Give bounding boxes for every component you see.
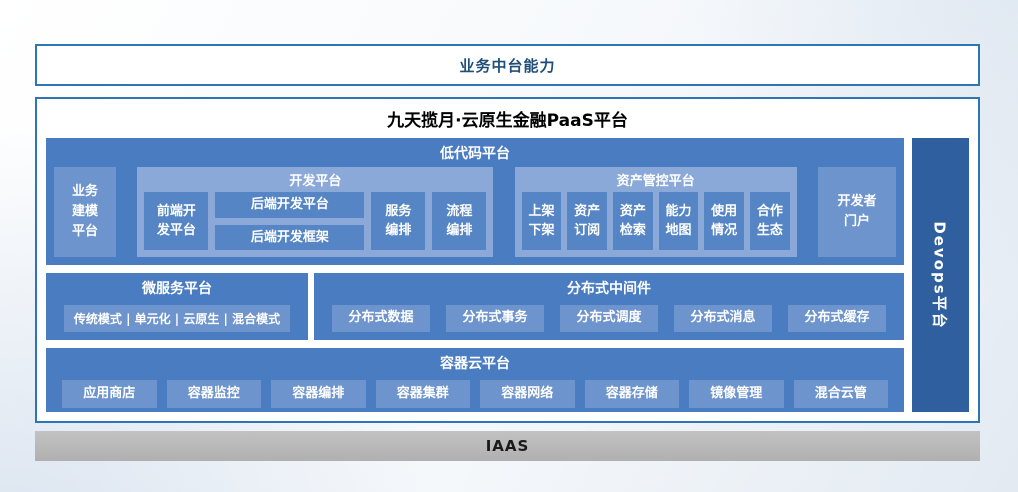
developer-portal-box: 开发者门户: [817, 167, 896, 257]
microservice-modes: 传统模式 | 单元化 | 云原生 | 混合模式: [64, 305, 290, 332]
process-orchestration-box: 流程编排: [432, 192, 487, 250]
middleware-section: 分布式中间件 分布式数据 分布式事务 分布式调度 分布式消息 分布式缓存: [314, 273, 904, 340]
asset-item: 能力地图: [658, 192, 699, 250]
container-cloud-item: 容器编排: [271, 380, 366, 408]
container-cloud-title: 容器云平台: [440, 356, 510, 372]
platform-left-column: 低代码平台 业务建模平台 开发平台 前端开发平台 后端开发平台 后端开发框架: [46, 138, 904, 412]
iaas-label: IAAS: [485, 437, 530, 455]
microservice-section: 微服务平台 传统模式 | 单元化 | 云原生 | 混合模式: [46, 273, 308, 340]
asset-item: 使用情况: [704, 192, 745, 250]
backend-dev-framework-box: 后端开发框架: [215, 224, 365, 250]
paas-platform-panel: 九天揽月·云原生金融PaaS平台 低代码平台 业务建模平台 开发平台 前端开发平…: [35, 97, 980, 423]
container-cloud-item: 容器存储: [584, 380, 679, 408]
container-cloud-item: 容器网络: [480, 380, 575, 408]
asset-item: 资产订阅: [567, 192, 607, 250]
backend-column: 后端开发平台 后端开发框架: [215, 192, 365, 250]
dev-platform-title: 开发平台: [289, 174, 342, 189]
container-cloud-item: 应用商店: [62, 380, 157, 408]
asset-platform-group: 资产管控平台 上架下架 资产订阅 资产检索 能力地图 使用情况 合作生态: [514, 167, 797, 257]
service-orchestration-box: 服务编排: [371, 192, 426, 250]
middleware-item: 分布式调度: [560, 305, 658, 332]
platform-title: 九天揽月·云原生金融PaaS平台: [387, 111, 628, 131]
devops-label: Devops平台: [931, 220, 949, 330]
middleware-row: 分布式数据 分布式事务 分布式调度 分布式消息 分布式缓存: [322, 302, 896, 332]
container-cloud-row: 应用商店 容器监控 容器编排 容器集群 容器网络 容器存储 镜像管理 混合云管: [54, 377, 896, 408]
backend-dev-platform-box: 后端开发平台: [215, 192, 365, 218]
middleware-item: 分布式数据: [332, 305, 430, 332]
dev-platform-group: 开发平台 前端开发平台 后端开发平台 后端开发框架 服务编排 流程编排: [137, 167, 494, 257]
business-modeling-box: 业务建模平台: [54, 167, 116, 257]
business-midplatform-banner: 业务中台能力: [35, 44, 980, 86]
iaas-bar: IAAS: [35, 431, 980, 461]
middleware-item: 分布式事务: [446, 305, 544, 332]
container-cloud-item: 容器集群: [375, 380, 470, 408]
container-cloud-item: 镜像管理: [689, 380, 784, 408]
platform-body: 低代码平台 业务建模平台 开发平台 前端开发平台 后端开发平台 后端开发框架: [37, 136, 978, 421]
banner-label: 业务中台能力: [459, 56, 556, 75]
container-cloud-item: 混合云管: [793, 380, 888, 408]
asset-item: 上架下架: [521, 192, 562, 250]
container-cloud-section: 容器云平台 应用商店 容器监控 容器编排 容器集群 容器网络 容器存储 镜像管理…: [46, 348, 904, 412]
lowcode-title: 低代码平台: [440, 146, 510, 162]
microservice-title: 微服务平台: [142, 281, 212, 297]
middle-row: 微服务平台 传统模式 | 单元化 | 云原生 | 混合模式 分布式中间件 分布式…: [46, 273, 904, 340]
middleware-title: 分布式中间件: [567, 281, 651, 297]
lowcode-section: 低代码平台 业务建模平台 开发平台 前端开发平台 后端开发平台 后端开发框架: [46, 138, 904, 265]
asset-item: 资产检索: [613, 192, 653, 250]
lowcode-body: 业务建模平台 开发平台 前端开发平台 后端开发平台 后端开发框架 服务编排 流: [54, 167, 896, 257]
container-cloud-item: 容器监控: [166, 380, 261, 408]
middleware-item: 分布式消息: [674, 305, 772, 332]
frontend-dev-box: 前端开发平台: [144, 192, 209, 250]
asset-platform-title: 资产管控平台: [616, 174, 695, 189]
asset-item: 合作生态: [750, 192, 790, 250]
devops-bar: Devops平台: [912, 138, 969, 412]
asset-platform-body: 上架下架 资产订阅 资产检索 能力地图 使用情况 合作生态: [521, 192, 790, 250]
dev-platform-body: 前端开发平台 后端开发平台 后端开发框架 服务编排 流程编排: [144, 192, 487, 250]
middleware-item: 分布式缓存: [788, 305, 886, 332]
